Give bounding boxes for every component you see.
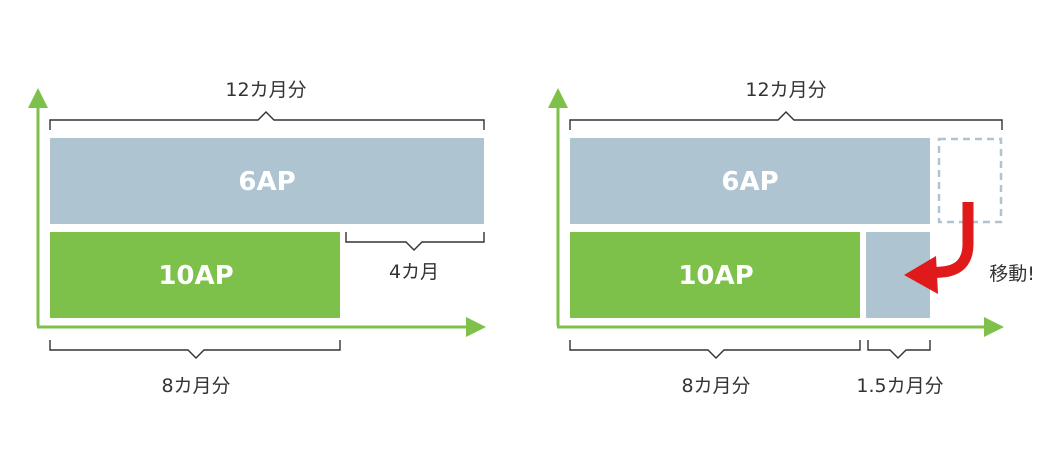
left-10ap-label: 10AP [158, 261, 233, 291]
right-bottom-brace-main [569, 340, 861, 359]
right-bottom-label-main: 8カ月分 [681, 375, 750, 397]
right-10ap-label: 10AP [678, 261, 753, 291]
right-bottom-label-small: 1.5カ月分 [856, 375, 943, 397]
move-arrow-head [904, 256, 938, 294]
move-label: 移動! [989, 263, 1035, 285]
left-10ap-box [50, 232, 340, 318]
right-y-axis-arrowhead [548, 88, 568, 108]
left-y-axis-arrowhead [28, 88, 48, 108]
left-x-axis-arrowhead [466, 317, 486, 337]
left-top-label: 12カ月分 [225, 79, 306, 101]
left-bottom-brace [49, 340, 341, 359]
right-top-brace [569, 111, 1003, 130]
right-dashed-box [937, 137, 1003, 224]
right-10ap-box [570, 232, 860, 318]
left-top-brace [49, 111, 485, 130]
right-x-axis-arrowhead [984, 317, 1004, 337]
left-gap-label: 4カ月 [389, 261, 439, 283]
left-bottom-label: 8カ月分 [161, 375, 230, 397]
right-6ap-box [570, 138, 930, 224]
left-6ap-label: 6AP [238, 167, 295, 197]
right-6ap-label: 6AP [721, 167, 778, 197]
left-panel: 12カ月分 6AP 10AP 4カ月 8カ月分 [28, 79, 486, 397]
right-top-label: 12カ月分 [745, 79, 826, 101]
move-arrow-icon [929, 202, 974, 279]
left-gap-brace [345, 232, 485, 251]
left-6ap-box [50, 138, 484, 224]
right-panel: 12カ月分 6AP 10AP 移動! 8カ月分 1.5カ月分 [548, 79, 1035, 397]
right-bottom-brace-small [867, 340, 931, 359]
